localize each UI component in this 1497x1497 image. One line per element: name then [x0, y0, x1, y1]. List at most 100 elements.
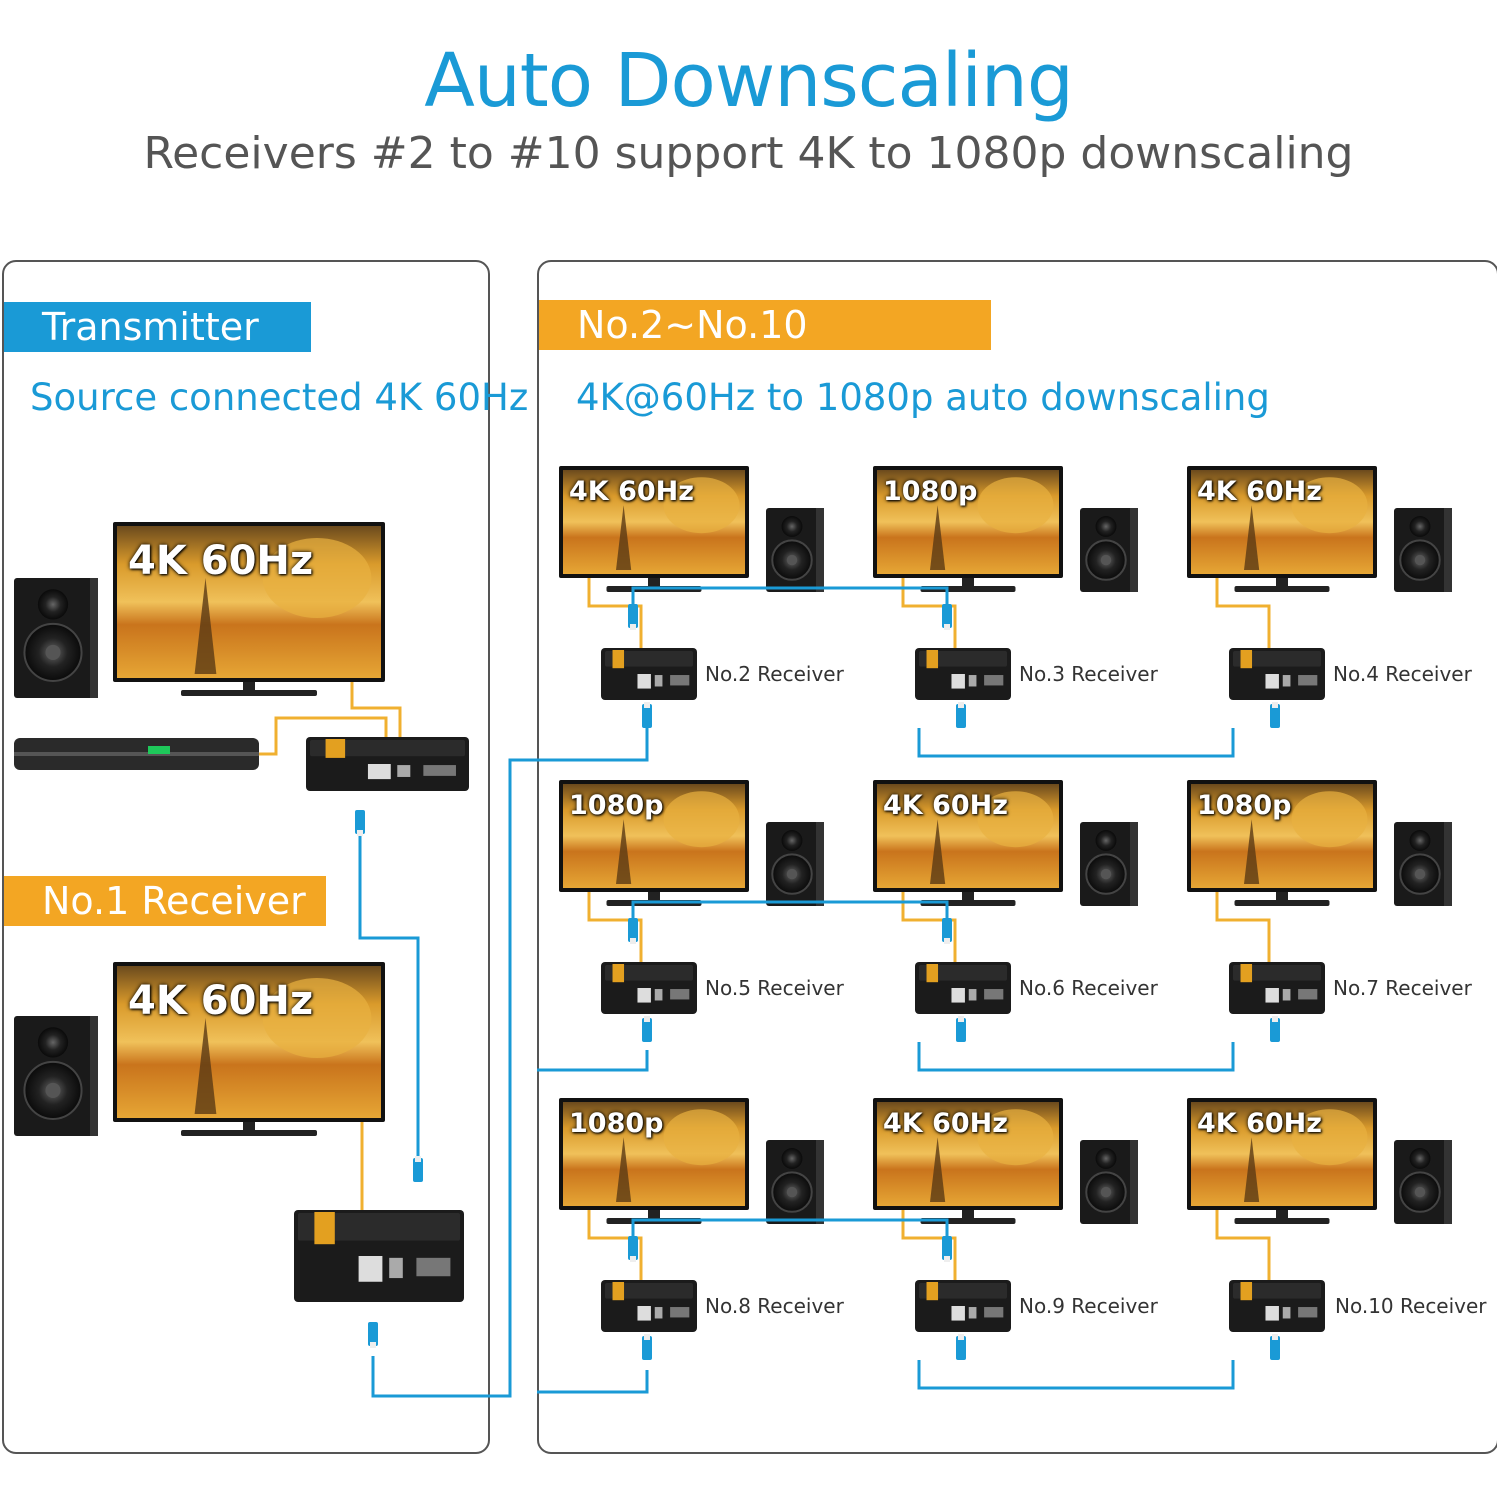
- receiver4-label: No.4 Receiver: [1333, 662, 1472, 686]
- transmitter-box: [306, 737, 469, 791]
- hdmi-cable-9: [901, 1210, 957, 1280]
- receiver6-speaker: [1080, 822, 1138, 906]
- bluray-player: [14, 738, 259, 770]
- lan-link-bottom-1: [917, 1042, 1235, 1072]
- receiver10-label: No.10 Receiver: [1335, 1294, 1487, 1318]
- lan-plug-3-down: [956, 702, 966, 728]
- hdmi-cable-2: [587, 578, 643, 648]
- receiver8-tv-label: 1080p: [569, 1108, 664, 1139]
- lan-plug-top-a-0: [628, 604, 638, 630]
- lan-plug-rx1-in: [413, 1156, 423, 1182]
- receiver10-tv: [1187, 1098, 1377, 1224]
- receivers-tag: No.2~No.10 Receivers: [539, 300, 991, 397]
- receiver2-label: No.2 Receiver: [705, 662, 844, 686]
- receiver10-speaker: [1394, 1140, 1452, 1224]
- hdmi-cable-5: [587, 892, 643, 962]
- receiver8-speaker: [766, 1140, 824, 1224]
- receiver2-tv-label: 4K 60Hz: [569, 476, 694, 507]
- lan-plug-top-b-2: [942, 1236, 952, 1262]
- lan-plug-tx: [355, 810, 365, 836]
- hdmi-cable-10: [1215, 1210, 1271, 1280]
- transmitter-tag: Transmitter: [4, 302, 311, 352]
- hdmi-cable-6: [901, 892, 957, 962]
- receiver8-tv: [559, 1098, 749, 1224]
- transmitter-tv-label: 4K 60Hz: [128, 538, 314, 584]
- receiver4-speaker: [1394, 508, 1452, 592]
- hdmi-cable-7: [1215, 892, 1271, 962]
- receiver5-tv: [559, 780, 749, 906]
- receiver1-speaker: [14, 1016, 98, 1136]
- receiver1-tv: [113, 962, 385, 1136]
- transmitter-desc: Source connected 4K 60Hz: [30, 376, 529, 419]
- receiver7-tv: [1187, 780, 1377, 906]
- receiver9-speaker: [1080, 1140, 1138, 1224]
- lan-plug-6-down: [956, 1016, 966, 1042]
- receiver3-tv: [873, 466, 1063, 592]
- receiver10-tv-label: 4K 60Hz: [1197, 1108, 1322, 1139]
- receiver8-label: No.8 Receiver: [705, 1294, 844, 1318]
- receiver9-tv-label: 4K 60Hz: [883, 1108, 1008, 1139]
- transmitter-tv: [113, 522, 385, 696]
- receiver2-tv: [559, 466, 749, 592]
- receiver1-tv-label: 4K 60Hz: [128, 978, 314, 1024]
- lan-link-bottom-2: [917, 1360, 1235, 1390]
- receiver7-box: [1229, 962, 1325, 1014]
- receiver7-label: No.7 Receiver: [1333, 976, 1472, 1000]
- lan-cable-tx-rx1: [358, 830, 420, 1170]
- receiver4-box: [1229, 648, 1325, 700]
- lan-plug-4-down: [1270, 702, 1280, 728]
- hdmi-cable-bluray: [259, 716, 388, 756]
- page-subtitle: Receivers #2 to #10 support 4K to 1080p …: [143, 128, 1354, 179]
- lan-cable-rx1-chain: [371, 720, 649, 1398]
- lan-plug-top-b-0: [942, 604, 952, 630]
- hdmi-cable-8: [587, 1210, 643, 1280]
- receiver3-speaker: [1080, 508, 1138, 592]
- receiver9-box: [915, 1280, 1011, 1332]
- receiver9-tv: [873, 1098, 1063, 1224]
- lan-link-top-2: [631, 1218, 949, 1240]
- lan-plug-10-down: [1270, 1334, 1280, 1360]
- lan-plug-top-a-2: [628, 1236, 638, 1262]
- receiver1-tag: No.1 Receiver: [4, 876, 326, 926]
- receiver7-speaker: [1394, 822, 1452, 906]
- receivers-desc: 4K@60Hz to 1080p auto downscaling: [576, 376, 1270, 419]
- lan-plug-rx1-out: [368, 1322, 378, 1348]
- receiver8-box: [601, 1280, 697, 1332]
- receiver6-box: [915, 962, 1011, 1014]
- lan-plug-5-down: [642, 1016, 652, 1042]
- receiver5-speaker: [766, 822, 824, 906]
- page-title: Auto Downscaling: [424, 38, 1074, 124]
- receiver9-label: No.9 Receiver: [1019, 1294, 1158, 1318]
- lan-plug-9-down: [956, 1334, 966, 1360]
- receiver4-tv: [1187, 466, 1377, 592]
- receiver5-label: No.5 Receiver: [705, 976, 844, 1000]
- receiver5-tv-label: 1080p: [569, 790, 664, 821]
- hdmi-cable-tx-tv: [350, 682, 402, 737]
- hdmi-cable-4: [1215, 578, 1271, 648]
- receiver6-tv: [873, 780, 1063, 906]
- lan-plug-8-down: [642, 1334, 652, 1360]
- lan-link-row3: [537, 1370, 649, 1394]
- transmitter-speaker: [14, 578, 98, 698]
- lan-link-top-1: [631, 900, 949, 922]
- receiver7-tv-label: 1080p: [1197, 790, 1292, 821]
- receiver2-speaker: [766, 508, 824, 592]
- receiver6-label: No.6 Receiver: [1019, 976, 1158, 1000]
- lan-link-row2: [537, 1050, 649, 1072]
- lan-plug-2-down: [642, 702, 652, 728]
- lan-plug-7-down: [1270, 1016, 1280, 1042]
- lan-plug-top-a-1: [628, 918, 638, 944]
- receiver4-tv-label: 4K 60Hz: [1197, 476, 1322, 507]
- receiver6-tv-label: 4K 60Hz: [883, 790, 1008, 821]
- receiver2-box: [601, 648, 697, 700]
- lan-link-bottom-0: [917, 728, 1235, 758]
- receiver10-box: [1229, 1280, 1325, 1332]
- lan-plug-top-b-1: [942, 918, 952, 944]
- receiver3-label: No.3 Receiver: [1019, 662, 1158, 686]
- receiver3-tv-label: 1080p: [883, 476, 978, 507]
- lan-link-top-0: [631, 586, 949, 608]
- receiver3-box: [915, 648, 1011, 700]
- receiver1-box: [294, 1210, 464, 1302]
- hdmi-cable-3: [901, 578, 957, 648]
